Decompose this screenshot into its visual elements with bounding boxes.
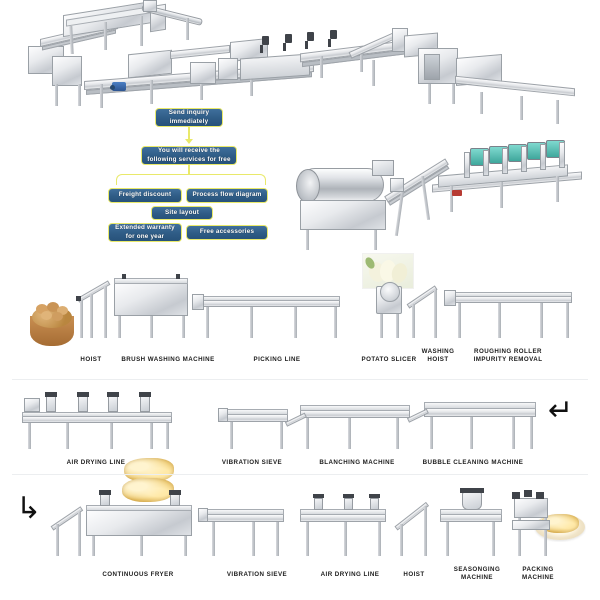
- return-arrow-down-right: ↳: [16, 491, 42, 526]
- inquiry-flowchart: Send inquiry immediately You will receiv…: [100, 108, 290, 253]
- return-arrow-down-left: ↵: [548, 393, 574, 428]
- top-machinery-photo: [0, 0, 600, 260]
- service-site-layout[interactable]: Site layout: [151, 206, 213, 220]
- line-row-1: [0, 268, 600, 346]
- station-label-air-drying-2: AIR DRYING LINE: [320, 571, 380, 578]
- flow-connector-vertical: [188, 127, 190, 141]
- station-label-vibration-sieve-1: VIBRATION SIEVE: [221, 459, 283, 466]
- service-free-accessories[interactable]: Free accessories: [186, 225, 268, 240]
- flow-brace-stem: [188, 165, 190, 175]
- station-label-blanching-machine: BLANCHING MACHINE: [319, 459, 395, 466]
- service-process-flow-diagram[interactable]: Process flow diagram: [186, 188, 268, 203]
- station-label-hoist-2: HOIST: [403, 571, 425, 578]
- station-label-washing-hoist: WASHING HOIST: [421, 348, 455, 363]
- line-row-2: ↵: [0, 388, 600, 458]
- station-label-picking-line: PICKING LINE: [253, 356, 301, 363]
- station-label-roughing-roller: ROUGHING ROLLER IMPURITY REMOVAL: [473, 348, 543, 363]
- station-label-brush-washing: BRUSH WASHING MACHINE: [121, 356, 215, 363]
- service-extended-warranty[interactable]: Extended warranty for one year: [108, 223, 182, 242]
- basket-of-potatoes: [26, 300, 78, 348]
- row-divider: [12, 474, 588, 475]
- flow-arrow-head: [185, 139, 193, 144]
- station-label-air-drying-1: AIR DRYING LINE: [66, 459, 126, 466]
- flow-step-receive-services[interactable]: You will receive the following services …: [141, 146, 237, 165]
- flow-brace: [116, 174, 266, 185]
- station-label-hoist-1: HOIST: [80, 356, 102, 363]
- station-label-continuous-fryer: CONTINUOUS FRYER: [102, 571, 174, 578]
- potato-chips-pile: [122, 478, 174, 502]
- station-label-vibration-sieve-2: VIBRATION SIEVE: [226, 571, 288, 578]
- station-label-seasoning-machine: SEASONGING MACHINE: [453, 566, 501, 581]
- line-row-3: ↳: [0, 486, 600, 561]
- service-freight-discount[interactable]: Freight discount: [108, 188, 182, 203]
- station-label-bubble-cleaning: BUBBLE CLEANING MACHINE: [422, 459, 524, 466]
- station-label-packing-machine: PACKING MACHINE: [521, 566, 555, 581]
- station-label-potato-slicer: POTATO SLICER: [361, 356, 417, 363]
- flow-step-send-inquiry[interactable]: Send inquiry immediately: [155, 108, 223, 127]
- row-divider: [12, 379, 588, 380]
